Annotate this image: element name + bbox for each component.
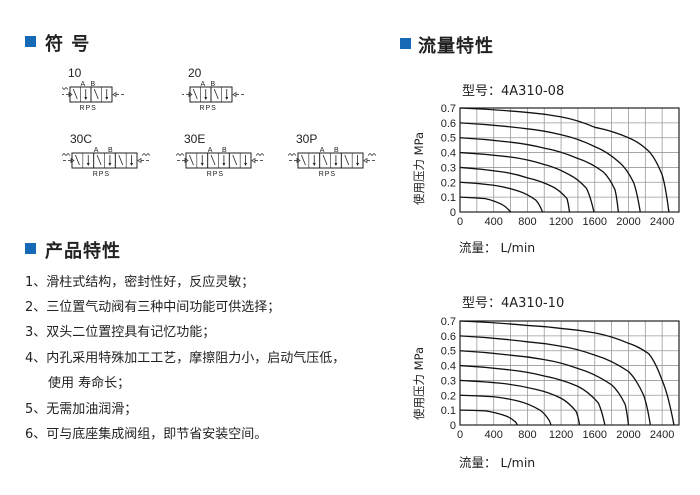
x-tick-label: 1600 xyxy=(583,429,607,441)
x-tick-label: 2000 xyxy=(616,429,640,441)
svg-text:RPS: RPS xyxy=(93,171,110,178)
curve-0.1mpa xyxy=(459,196,512,213)
feature-item: 6、可与底座集成阀组，即节省安装空间。 xyxy=(25,427,268,442)
y-tick-label: 0.3 xyxy=(441,375,456,387)
feature-item: 4、内孔采用特殊加工工艺，摩擦阻力小，启动气压低， xyxy=(25,351,346,366)
svg-text:RPS: RPS xyxy=(79,105,96,112)
curve-0.2mpa xyxy=(459,394,552,426)
x-tick-label: 800 xyxy=(518,216,536,228)
section-marker xyxy=(400,38,411,49)
svg-text:A: A xyxy=(200,81,205,88)
y-tick-label: 0.1 xyxy=(441,192,456,204)
x-tick-label: 1200 xyxy=(549,216,573,228)
feature-item: 2、三位置气动阀有三种中间功能可供选择； xyxy=(25,300,281,315)
x-tick-label: 800 xyxy=(518,429,536,441)
x-tick-label: 1200 xyxy=(549,429,573,441)
svg-text:A: A xyxy=(320,147,325,154)
chart1-xlabel: 流量： L/min xyxy=(459,240,536,255)
x-tick-label: 2400 xyxy=(650,429,674,441)
valve-label: 10 xyxy=(68,66,82,80)
plot-frame xyxy=(459,320,680,426)
curve-0.2mpa xyxy=(459,181,544,213)
x-tick-label: 400 xyxy=(485,429,503,441)
y-tick-label: 0.5 xyxy=(441,346,456,358)
x-tick-label: 0 xyxy=(457,429,463,441)
curve-0.5mpa xyxy=(459,350,630,426)
curve-0.5mpa xyxy=(459,137,620,213)
y-tick-label: 0.5 xyxy=(441,133,456,145)
valve-label: 30E xyxy=(184,132,205,146)
chart2-title: 型号：4A310-10 xyxy=(462,296,565,311)
curve-0.1mpa xyxy=(459,409,518,426)
svg-text:A: A xyxy=(80,81,85,88)
x-tick-label: 400 xyxy=(485,216,503,228)
curve-0.6mpa xyxy=(459,335,652,426)
section-marker xyxy=(25,243,36,254)
valve-label: 30P xyxy=(296,132,317,146)
chart1-ylabel: 使用压力 MPa xyxy=(412,131,426,205)
x-tick-label: 1600 xyxy=(583,216,607,228)
x-tick-label: 2000 xyxy=(616,216,640,228)
curve-0.4mpa xyxy=(459,151,595,213)
flow-heading: 流量特性 xyxy=(418,36,494,57)
curve-0.7mpa xyxy=(459,107,670,213)
svg-text:A: A xyxy=(208,147,213,154)
svg-text:B: B xyxy=(222,147,227,154)
valve-label: 20 xyxy=(188,66,202,80)
feature-item: 3、双头二位置控具有记忆功能； xyxy=(25,325,216,340)
feature-item: 5、无需加油润滑； xyxy=(25,402,138,417)
section-marker xyxy=(25,36,36,47)
y-tick-label: 0.6 xyxy=(441,331,456,343)
symbols-heading: 符 号 xyxy=(45,34,91,55)
y-tick-label: 0.4 xyxy=(441,361,456,373)
y-tick-label: 0.6 xyxy=(441,118,456,130)
y-tick-label: 0.1 xyxy=(441,405,456,417)
curve-0.3mpa xyxy=(459,379,581,426)
svg-text:B: B xyxy=(108,147,113,154)
y-tick-label: 0 xyxy=(450,420,456,432)
chart2-ylabel: 使用压力 MPa xyxy=(412,346,426,420)
y-tick-label: 0.2 xyxy=(441,177,456,189)
svg-text:B: B xyxy=(91,81,96,88)
y-tick-label: 0.7 xyxy=(441,316,456,328)
features-heading: 产品特性 xyxy=(45,241,121,262)
y-tick-label: 0.3 xyxy=(441,162,456,174)
chart2-xlabel: 流量： L/min xyxy=(459,455,536,470)
y-tick-label: 0.4 xyxy=(441,148,456,160)
plot-frame xyxy=(459,107,680,213)
svg-text:RPS: RPS xyxy=(199,105,216,112)
y-tick-label: 0.7 xyxy=(441,103,456,115)
x-tick-label: 0 xyxy=(457,216,463,228)
curve-0.4mpa xyxy=(459,364,606,426)
valve-label: 30C xyxy=(70,132,92,146)
svg-text:A: A xyxy=(94,147,99,154)
svg-text:RPS: RPS xyxy=(319,171,336,178)
x-tick-label: 2400 xyxy=(650,216,674,228)
curve-0.3mpa xyxy=(459,166,571,213)
svg-text:B: B xyxy=(334,147,339,154)
curve-0.6mpa xyxy=(459,122,641,213)
svg-text:B: B xyxy=(211,81,216,88)
chart1-title: 型号：4A310-08 xyxy=(462,84,565,99)
feature-item: 1、滑柱式结构，密封性好，反应灵敏； xyxy=(25,275,255,290)
y-tick-label: 0.2 xyxy=(441,390,456,402)
svg-text:RPS: RPS xyxy=(207,171,224,178)
feature-item-continued: 使用 寿命长； xyxy=(48,376,131,391)
y-tick-label: 0 xyxy=(450,207,456,219)
curve-0.7mpa xyxy=(459,320,675,426)
